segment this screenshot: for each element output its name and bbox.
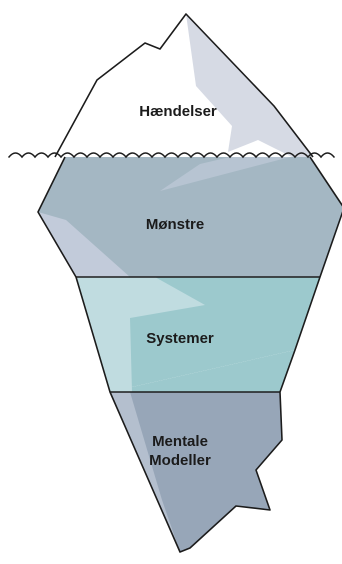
iceberg-submerged-outline (37, 156, 342, 553)
iceberg-systems-level (76, 277, 320, 392)
level-label-patterns: Mønstre (145, 216, 205, 233)
systems-shadow (76, 277, 205, 392)
models-fill (110, 392, 282, 552)
patterns-shadow-top (160, 157, 290, 191)
water-line-waves (8, 152, 335, 159)
systems-fill-lower (110, 350, 295, 392)
patterns-fill (38, 157, 342, 277)
iceberg-tip (54, 13, 314, 158)
level-label-mental-models: Mentale Modeller (149, 433, 211, 469)
level-label-events: Hændelser (139, 103, 217, 120)
iceberg-tip-outline (54, 13, 314, 158)
iceberg-patterns-level (38, 157, 342, 277)
iceberg-tip-shadow (186, 14, 313, 157)
patterns-shadow-left (38, 212, 130, 277)
level-label-systems: Systemer (146, 330, 214, 347)
